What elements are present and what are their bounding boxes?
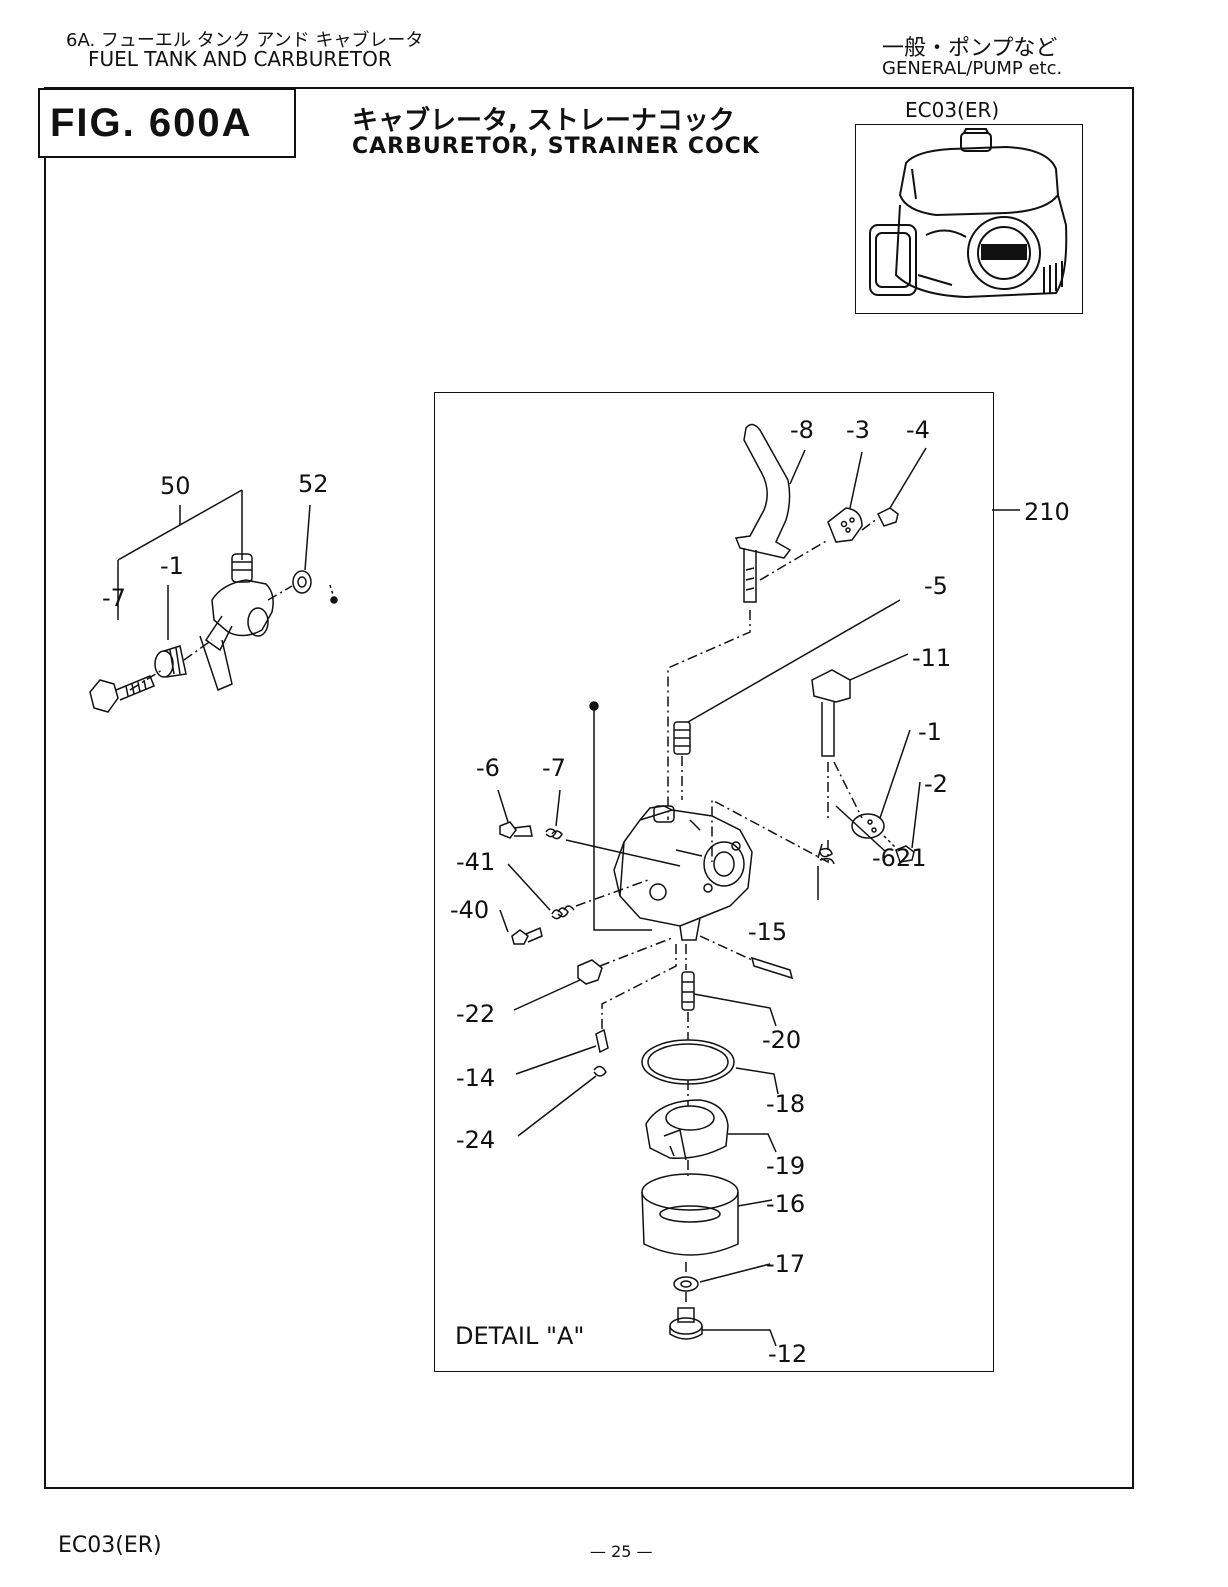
part-label-210: 210 [1024, 498, 1070, 526]
part-label-7b: -7 [542, 754, 566, 782]
part-label-1b: -1 [918, 718, 942, 746]
washer-52 [293, 571, 311, 593]
float-bowl-16 [642, 1174, 738, 1255]
leader-24 [518, 1076, 596, 1136]
leader-7b [556, 790, 560, 826]
leader-52 [305, 505, 310, 570]
leader-12 [702, 1330, 776, 1346]
choke-lever-11 [812, 670, 850, 756]
part-label-12: -12 [768, 1340, 807, 1368]
pin-15 [752, 958, 792, 978]
bowl-bolt-12 [670, 1308, 702, 1339]
screw-40 [512, 928, 542, 944]
part-label-41: -41 [456, 848, 495, 876]
part-label-3: -3 [846, 416, 870, 444]
part-label-40: -40 [450, 896, 489, 924]
strainer-bolt-7 [90, 676, 154, 712]
part-label-18: -18 [766, 1090, 805, 1118]
page-number: — 25 — [590, 1542, 653, 1561]
carburetor-body [614, 806, 752, 940]
spring-621 [818, 844, 834, 900]
spring-7 [546, 829, 562, 839]
throttle-plate-3 [828, 508, 862, 542]
leader-4 [890, 448, 926, 508]
part-label-52: 52 [298, 470, 329, 498]
part-label-50: 50 [160, 472, 191, 500]
screw-4 [878, 508, 898, 526]
float-19 [646, 1100, 728, 1160]
leader-5 [688, 600, 900, 722]
part-label-5: -5 [924, 572, 948, 600]
footer-model: EC03(ER) [58, 1533, 162, 1558]
clip-24 [594, 1066, 606, 1076]
leader-1b [880, 730, 910, 818]
part-label-1a: -1 [160, 552, 184, 580]
leader-6 [498, 790, 508, 822]
needle-14 [596, 1030, 608, 1052]
leader-17 [700, 1264, 770, 1282]
leader-20 [694, 994, 776, 1026]
part-label-24: -24 [456, 1126, 495, 1154]
leader-11 [850, 654, 908, 680]
part-label-22: -22 [456, 1000, 495, 1028]
leader-14 [516, 1046, 596, 1074]
leader-22 [514, 980, 580, 1010]
main-jet-20 [682, 972, 694, 1010]
part-label-17: -17 [766, 1250, 805, 1278]
leader-41 [508, 864, 550, 910]
part-label-6: -6 [476, 754, 500, 782]
part-label-19: -19 [766, 1152, 805, 1180]
spring-41 [552, 906, 574, 919]
leader-19 [728, 1134, 776, 1152]
part-label-14: -14 [456, 1064, 495, 1092]
part-label-11: -11 [912, 644, 951, 672]
part-label-20: -20 [762, 1026, 801, 1054]
part-label-16: -16 [766, 1190, 805, 1218]
leader-2 [912, 782, 920, 848]
part-label-7a: -7 [102, 584, 126, 612]
throttle-lever-8 [736, 424, 790, 602]
washer-17 [674, 1277, 698, 1291]
leader-40 [500, 910, 508, 932]
part-label-621: -621 [872, 844, 926, 872]
jet-5 [674, 722, 690, 754]
part-label-15: -15 [748, 918, 787, 946]
screw-6 [500, 822, 532, 838]
part-label-4: -4 [906, 416, 930, 444]
strainer-cock-body [200, 554, 273, 690]
gasket-18 [642, 1040, 734, 1084]
leader-8 [790, 450, 805, 484]
part-label-8: -8 [790, 416, 814, 444]
plug-22 [578, 960, 602, 984]
leader-3 [850, 452, 862, 508]
part-label-2: -2 [924, 770, 948, 798]
